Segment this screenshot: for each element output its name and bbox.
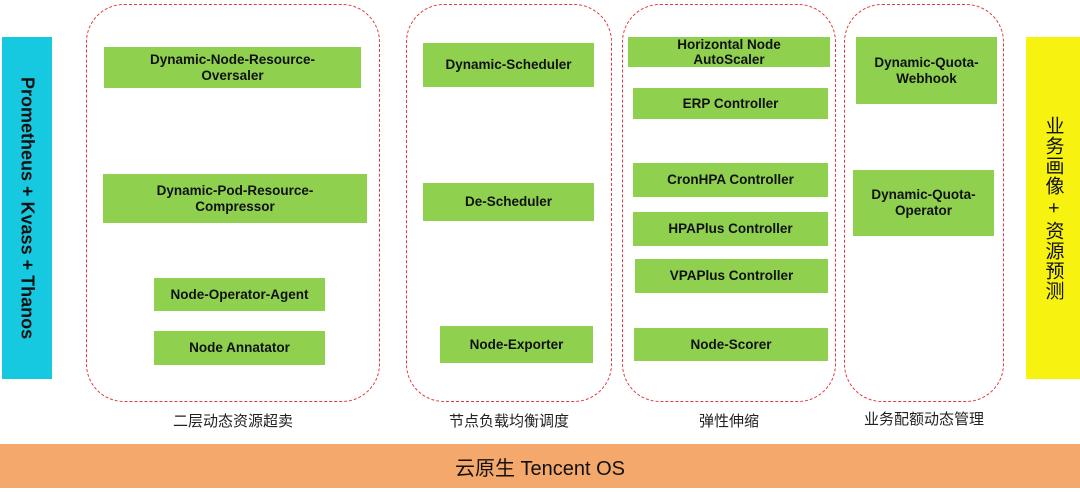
component-vpaplus-controller: VPAPlus Controller: [635, 259, 828, 293]
group-quota-management: [844, 4, 1004, 402]
component-erp-controller: ERP Controller: [633, 88, 828, 119]
group-caption-load-balance-scheduling: 节点负载均衡调度: [448, 413, 569, 430]
component-node-exporter: Node-Exporter: [440, 326, 593, 363]
component-dynamic-quota-webhook: Dynamic-Quota- Webhook: [856, 37, 997, 104]
component-node-scorer: Node-Scorer: [634, 328, 828, 361]
cloud-native-os-label: 云原生 Tencent OS: [454, 457, 626, 480]
component-node-operator-agent: Node-Operator-Agent: [154, 278, 325, 311]
group-caption-resource-oversale: 二层动态资源超卖: [172, 413, 293, 430]
component-hpaplus-controller: HPAPlus Controller: [633, 212, 828, 246]
component-dynamic-pod-resource-compressor: Dynamic-Pod-Resource- Compressor: [103, 174, 367, 223]
component-dynamic-node-resource-oversaler: Dynamic-Node-Resource- Oversaler: [104, 47, 361, 88]
component-dynamic-scheduler: Dynamic-Scheduler: [423, 43, 594, 87]
group-load-balance-scheduling: [406, 4, 612, 402]
component-cronhpa-controller: CronHPA Controller: [633, 163, 828, 197]
component-node-annatator: Node Annatator: [154, 331, 325, 365]
component-horizontal-node-autoscaler: Horizontal Node AutoScaler: [628, 37, 830, 67]
group-resource-oversale: [86, 4, 380, 402]
group-caption-elastic-scaling: 弹性伸缩: [698, 413, 759, 430]
monitoring-bar-label: Prometheus + Kvass + Thanos: [17, 76, 38, 340]
group-elastic-scaling: [622, 4, 836, 402]
component-de-scheduler: De-Scheduler: [423, 183, 594, 221]
group-caption-quota-management: 业务配额动态管理: [863, 411, 984, 428]
component-dynamic-quota-operator: Dynamic-Quota- Operator: [853, 170, 994, 236]
business-profile-bar-label: 业务画像 + 资源预测: [1042, 115, 1064, 301]
business-profile-bar: 业务画像 + 资源预测: [1026, 37, 1080, 379]
monitoring-bar: Prometheus + Kvass + Thanos: [2, 37, 52, 379]
cloud-native-os-bar: 云原生 Tencent OS: [0, 444, 1080, 488]
